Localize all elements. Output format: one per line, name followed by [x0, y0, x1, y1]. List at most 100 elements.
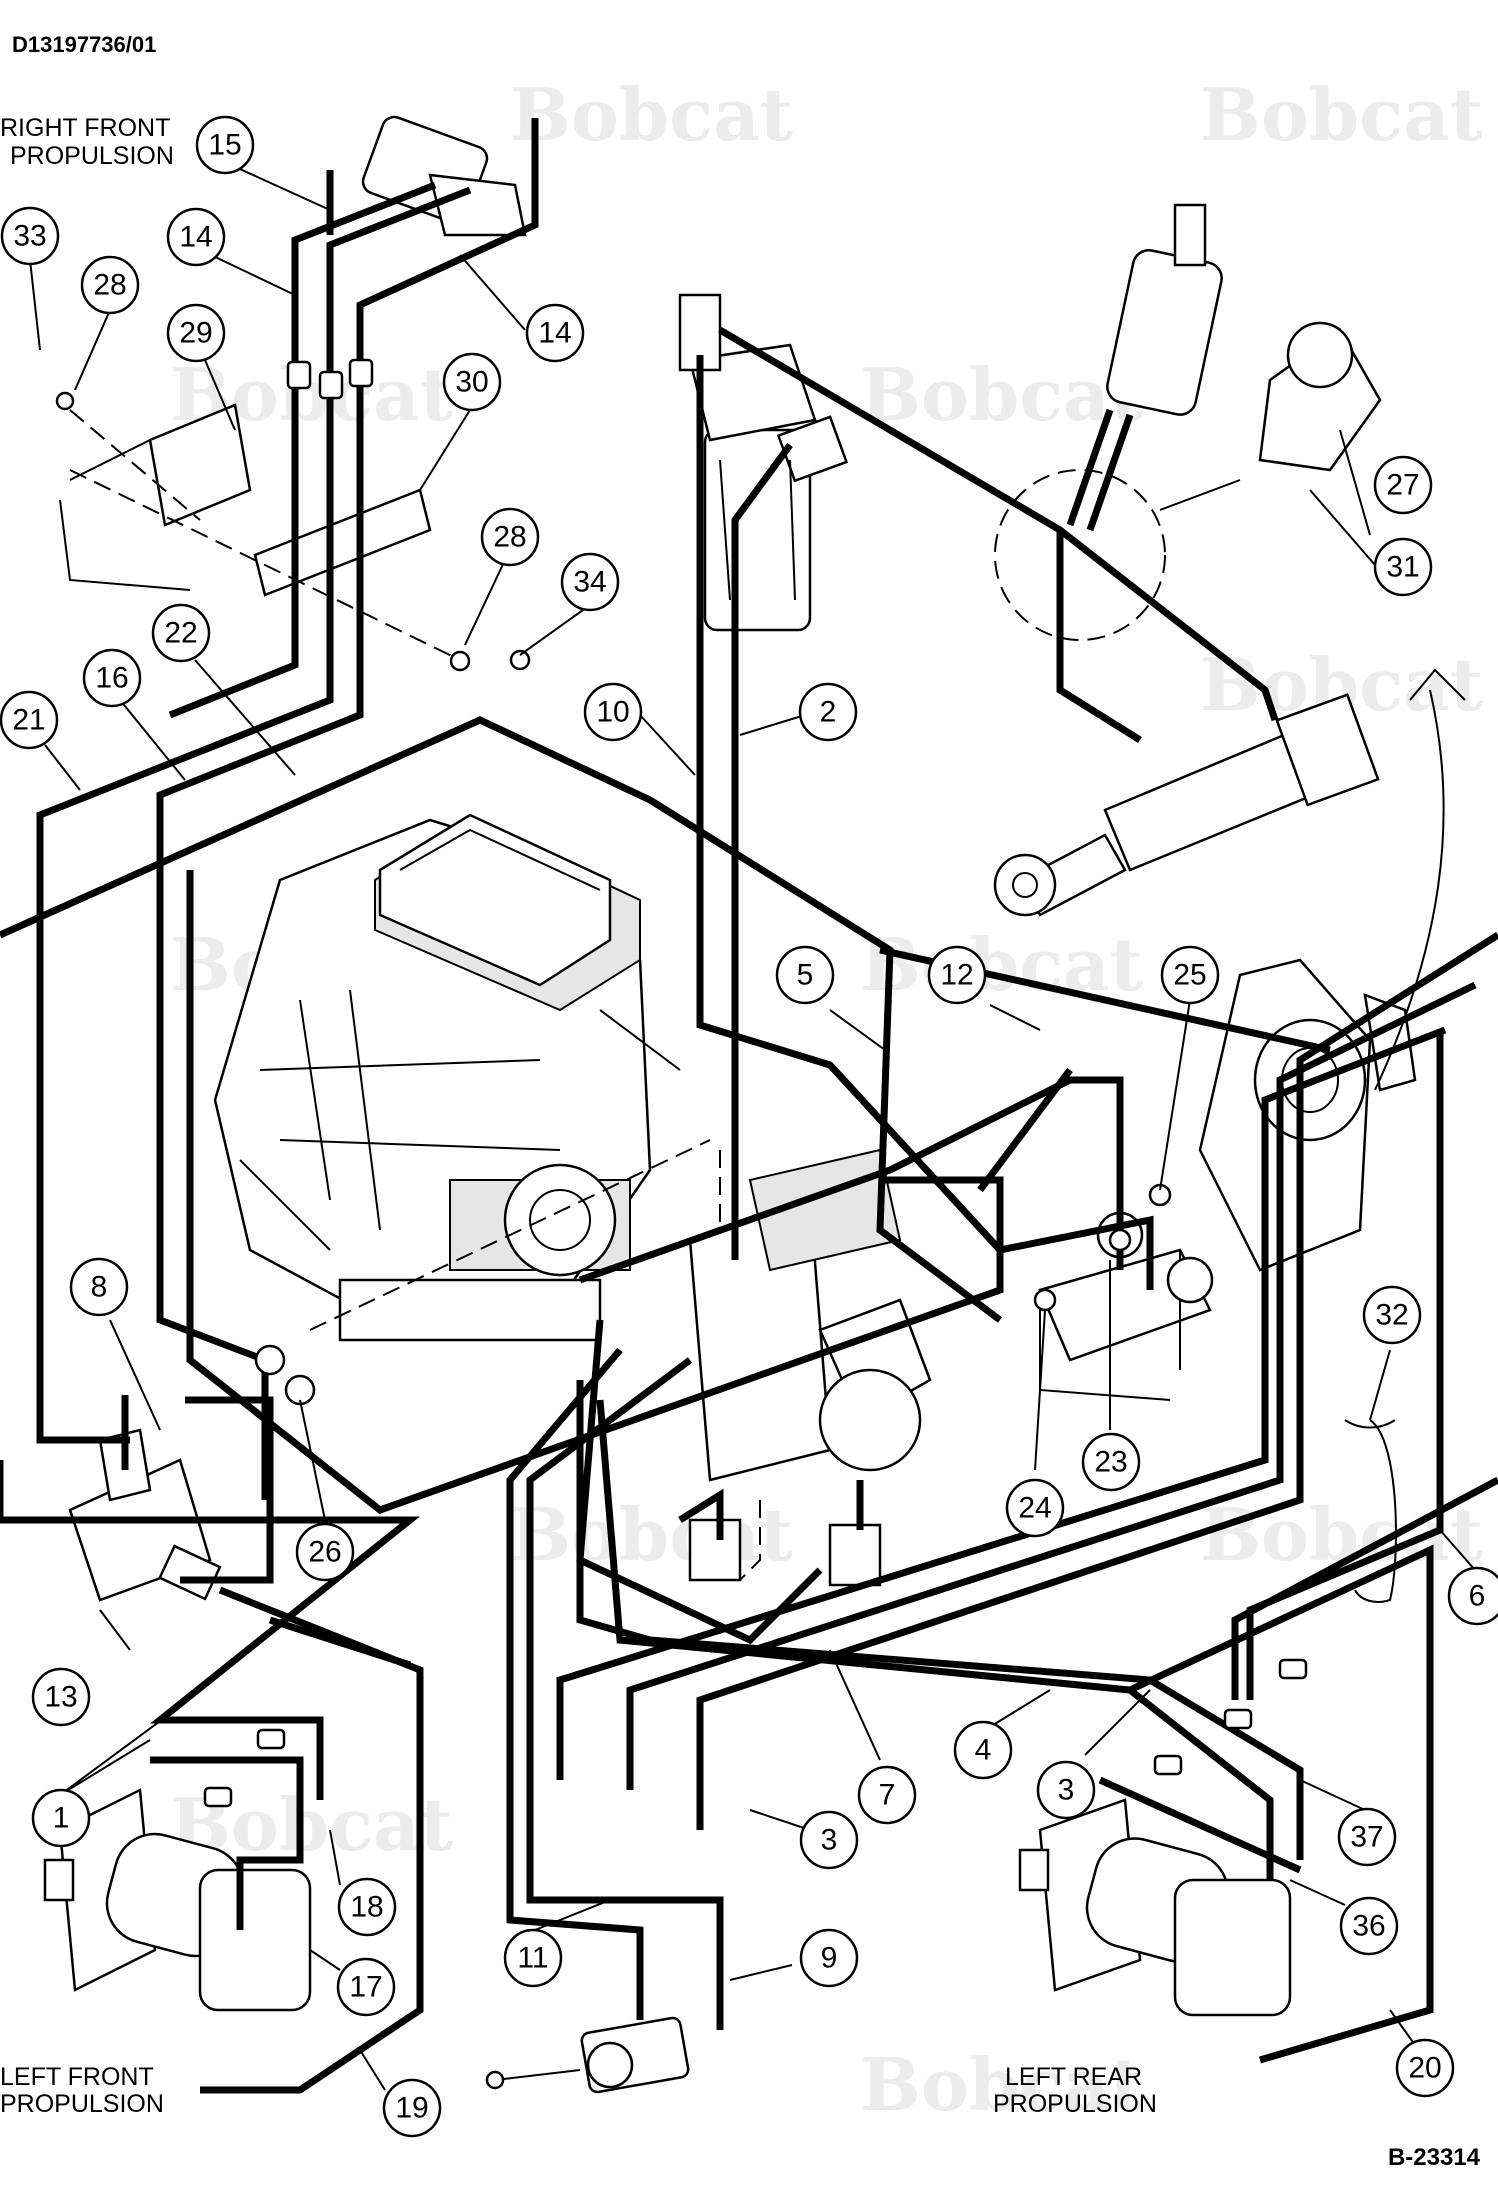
callout: 30	[442, 352, 502, 412]
callout: 16	[82, 648, 142, 708]
svg-text:26: 26	[308, 1536, 341, 1569]
callout: 19	[382, 2078, 442, 2138]
callout: 18	[337, 1877, 397, 1937]
svg-text:28: 28	[493, 521, 526, 554]
callout: 2	[798, 682, 858, 742]
svg-text:18: 18	[350, 1891, 383, 1924]
svg-text:4: 4	[975, 1734, 992, 1767]
svg-text:32: 32	[1375, 1299, 1408, 1332]
svg-text:30: 30	[455, 366, 488, 399]
svg-text:16: 16	[95, 662, 128, 695]
callout: 17	[336, 1957, 396, 2017]
callout: 7	[857, 1765, 917, 1825]
propulsion-labels: RIGHT FRONT PROPULSION LEFT FRONT PROPUL…	[0, 114, 1157, 2118]
callout: 22	[151, 603, 211, 663]
label-right-front-2: PROPULSION	[10, 142, 174, 170]
svg-text:2: 2	[820, 696, 837, 729]
watermark-text: Bobcat	[860, 922, 1143, 1007]
svg-text:5: 5	[797, 959, 814, 992]
svg-text:31: 31	[1386, 551, 1419, 584]
document-id: D13197736/01	[12, 32, 157, 57]
left-front-motor	[43, 1788, 312, 2012]
svg-text:36: 36	[1352, 1910, 1385, 1943]
callout: 1	[31, 1788, 91, 1848]
callout: 24	[1005, 1478, 1065, 1538]
svg-text:19: 19	[395, 2092, 428, 2125]
watermark-text: Bobcat	[510, 1492, 793, 1577]
steering-cylinder	[993, 693, 1380, 917]
callout: 33	[0, 206, 60, 266]
svg-text:27: 27	[1386, 469, 1419, 502]
svg-text:22: 22	[164, 617, 197, 650]
callout: 5	[775, 945, 835, 1005]
svg-text:25: 25	[1173, 959, 1206, 992]
svg-text:6: 6	[1469, 1580, 1486, 1613]
hidden-line	[309, 1139, 711, 1331]
hose-clamp	[1344, 1419, 1397, 1603]
callout: 31	[1373, 537, 1433, 597]
svg-text:14: 14	[179, 221, 212, 254]
swing-arrow	[1374, 689, 1445, 1091]
callout: 8	[69, 1257, 129, 1317]
svg-text:23: 23	[1094, 1446, 1127, 1479]
label-left-front-1: LEFT FRONT	[0, 2063, 154, 2091]
figure-id: B-23314	[1387, 2144, 1480, 2171]
callout: 23	[1081, 1432, 1141, 1492]
svg-text:17: 17	[349, 1971, 382, 2004]
svg-text:29: 29	[179, 317, 212, 350]
label-left-front-2: PROPULSION	[0, 2090, 164, 2118]
svg-text:21: 21	[12, 704, 45, 737]
callout: 28	[480, 507, 540, 567]
callout: 3	[799, 1810, 859, 1870]
label-right-front-1: RIGHT FRONT	[0, 114, 170, 142]
callout: 11	[503, 1928, 563, 1988]
svg-text:33: 33	[13, 220, 46, 253]
svg-text:8: 8	[91, 1271, 108, 1304]
callout: 21	[0, 690, 59, 750]
svg-text:9: 9	[821, 1942, 838, 1975]
watermark-text: Bobcat	[860, 352, 1143, 437]
svg-text:28: 28	[93, 269, 126, 302]
svg-text:20: 20	[1408, 2052, 1441, 2085]
callout: 15	[195, 115, 255, 175]
control-valve	[688, 1148, 932, 1587]
callout: 12	[927, 945, 987, 1005]
svg-text:15: 15	[208, 129, 241, 162]
callout: 14	[166, 207, 226, 267]
fittings	[55, 358, 1308, 1808]
callout: 13	[31, 1667, 91, 1727]
label-left-rear-1: LEFT REAR	[1005, 2063, 1142, 2091]
svg-text:3: 3	[821, 1824, 838, 1857]
left-rear-motor	[1018, 1798, 1292, 2017]
svg-text:11: 11	[517, 1942, 548, 1975]
hose-clamp-bracket	[59, 403, 461, 661]
callout: 14	[525, 303, 585, 363]
svg-text:7: 7	[879, 1779, 896, 1812]
svg-text:24: 24	[1018, 1492, 1051, 1525]
hydraulic-filter	[678, 293, 849, 632]
callout: 26	[295, 1522, 355, 1582]
right-front-motor	[361, 115, 527, 237]
svg-text:1: 1	[53, 1802, 70, 1835]
callout: 10	[583, 682, 643, 742]
callout: 6	[1447, 1566, 1498, 1626]
brake-valve	[68, 1428, 222, 1602]
valve-bracket	[1038, 1211, 1214, 1401]
callout: 32	[1362, 1285, 1422, 1345]
callout: 27	[1373, 455, 1433, 515]
callout: 9	[799, 1928, 859, 1988]
callout: 28	[80, 255, 140, 315]
tilt-actuator	[994, 203, 1382, 641]
bottom-solenoid	[485, 2016, 690, 2094]
callout: 25	[1160, 945, 1220, 1005]
callout: 3	[1036, 1760, 1096, 1820]
svg-text:34: 34	[573, 566, 606, 599]
svg-text:14: 14	[538, 317, 571, 350]
watermark-text: Bobcat	[860, 2042, 1143, 2127]
hidden-line	[739, 1500, 761, 1581]
callout: 36	[1339, 1896, 1399, 1956]
engine	[213, 813, 681, 1342]
callout: 29	[166, 303, 226, 363]
watermark-text: Bobcat	[510, 72, 793, 157]
